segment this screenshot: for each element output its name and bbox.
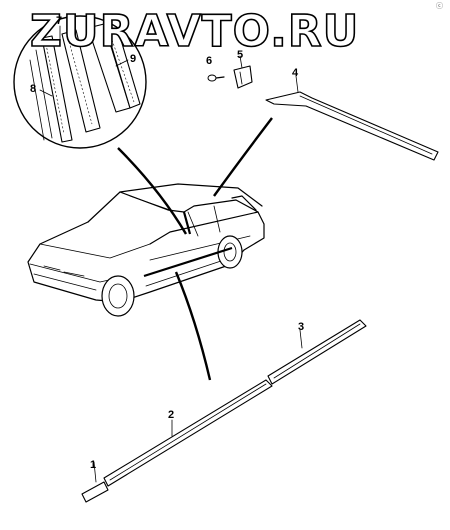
leader-to-side [174, 271, 212, 381]
leader-to-detail [117, 147, 188, 235]
leader-to-roof [213, 117, 273, 197]
roof-molding-part-4 [265, 75, 439, 161]
detail-magnifier [13, 15, 147, 149]
watermark-text: ZURAVTO.RU [30, 6, 359, 57]
pillar-garnish-strips [29, 23, 141, 143]
molding-part-1 [81, 461, 109, 503]
callout-8: 8 [30, 83, 36, 95]
callout-4: 4 [292, 67, 299, 79]
callout-6: 6 [206, 55, 212, 67]
callout-3: 3 [298, 321, 304, 333]
callout-5: 5 [237, 49, 243, 61]
retainer-part-5 [233, 55, 253, 89]
clip-part-6 [207, 74, 225, 82]
molding-part-2 [103, 379, 273, 487]
callout-2: 2 [168, 409, 174, 421]
callout-7: 7 [56, 15, 62, 27]
molding-part-3 [267, 319, 367, 385]
callout-1: 1 [90, 459, 96, 471]
callout-9: 9 [130, 53, 136, 65]
corner-mark: ⓒ [436, 2, 443, 10]
car-illustration [27, 183, 265, 317]
